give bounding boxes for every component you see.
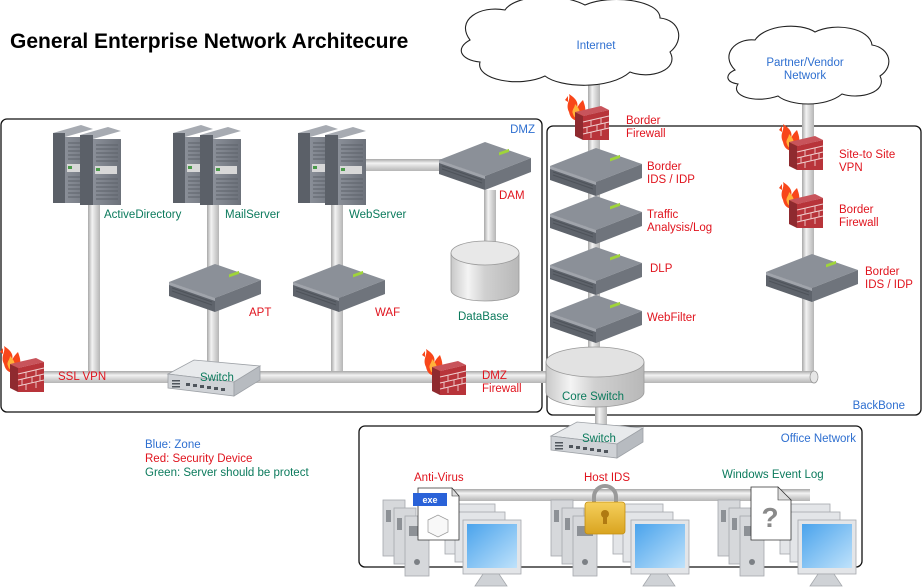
site-vpn-label-line2: VPN: [839, 162, 863, 174]
dmz-firewall-label-line1: DMZ: [482, 370, 507, 382]
site-to-site-vpn[interactable]: Site-to Site VPN: [778, 123, 895, 174]
database-label: DataBase: [458, 311, 509, 323]
border-ids-label-line1: Border: [647, 161, 682, 173]
active-directory-server[interactable]: ActiveDirectory: [52, 124, 182, 221]
active-directory-label: ActiveDirectory: [104, 209, 182, 221]
apt-label: APT: [249, 307, 271, 319]
partner-cloud: Partner/Vendor Network: [727, 25, 890, 105]
traffic-label-line2: Analysis/Log: [647, 222, 712, 234]
pipe-web-dam: [360, 159, 460, 171]
partner-border-firewall[interactable]: Border Firewall: [778, 181, 879, 229]
border-firewall-label-line1: Border: [626, 115, 661, 127]
legend-zone: Blue: Zone: [145, 439, 201, 451]
appliance-icon: [549, 147, 643, 197]
site-vpn-label-line1: Site-to Site: [839, 149, 895, 161]
server-icon: [172, 124, 242, 206]
pipe-office-bus: [450, 489, 810, 501]
dmz-zone-box: [0, 118, 543, 413]
office-zone-label: Office Network: [781, 433, 856, 445]
legend: Blue: Zone Red: Security Device Green: S…: [145, 439, 309, 479]
backbone-zone-box: [546, 125, 922, 416]
dmz-switch-label: Switch: [200, 372, 234, 384]
ssl-vpn-label: SSL VPN: [58, 371, 106, 383]
mail-server-label: MailServer: [225, 209, 280, 221]
webfilter-appliance[interactable]: WebFilter: [549, 294, 696, 344]
question-glyph: ?: [761, 502, 778, 533]
backbone-zone-label: BackBone: [853, 400, 905, 412]
firewall-icon: [564, 93, 610, 141]
core-switch[interactable]: Core Switch: [545, 346, 645, 408]
dmz-switch[interactable]: Switch: [167, 359, 261, 397]
lock-icon: [584, 484, 626, 535]
mail-server[interactable]: MailServer: [172, 124, 280, 221]
internet-cloud: Internet: [460, 0, 680, 86]
border-firewall-label-line2: Firewall: [626, 128, 666, 140]
partner-ids-label-line1: Border: [865, 266, 900, 278]
appliance-icon: [549, 246, 643, 296]
dam-appliance[interactable]: DAM: [438, 141, 532, 202]
waf-label: WAF: [375, 307, 400, 319]
connections: [40, 80, 819, 501]
server-icon: [52, 124, 122, 206]
waf-appliance[interactable]: WAF: [292, 263, 400, 319]
dmz-zone-label: DMZ: [510, 124, 535, 136]
partner-fw-label-line2: Firewall: [839, 217, 879, 229]
exe-file-icon: exe: [413, 487, 460, 541]
partner-label-line2: Network: [784, 70, 826, 82]
database-icon: [450, 252, 520, 302]
database[interactable]: DataBase: [450, 240, 520, 323]
dlp-appliance[interactable]: DLP: [549, 246, 673, 296]
partner-ids-label-line2: IDS / IDP: [865, 279, 913, 291]
appliance-icon: [438, 141, 532, 191]
host-ids-pc-group[interactable]: Host IDS: [550, 472, 690, 587]
partner-border-ids[interactable]: Border IDS / IDP: [765, 253, 913, 303]
border-ids-label-line2: IDS / IDP: [647, 174, 695, 186]
apt-appliance[interactable]: APT: [168, 263, 271, 319]
exe-badge: exe: [422, 495, 437, 505]
anti-virus-pc-group[interactable]: Anti-Virus exe: [382, 472, 522, 587]
pipe-dam-db: [484, 190, 496, 250]
unknown-file-icon: ?: [750, 486, 792, 541]
partner-label-line1: Partner/Vendor: [766, 57, 844, 69]
ssl-vpn-firewall[interactable]: SSL VPN: [0, 345, 106, 393]
web-server-label: WebServer: [349, 209, 406, 221]
firewall-icon: [778, 181, 824, 229]
firewall-icon: [0, 345, 45, 393]
dam-label: DAM: [499, 190, 525, 202]
border-ids[interactable]: Border IDS / IDP: [549, 147, 695, 197]
legend-server: Green: Server should be protect: [145, 467, 309, 479]
pipe-core-partner: [640, 371, 814, 383]
office-switch-label: Switch: [582, 433, 616, 445]
firewall-icon: [778, 123, 824, 171]
border-firewall[interactable]: Border Firewall: [564, 93, 666, 141]
pipe-ad: [88, 200, 100, 380]
appliance-icon: [765, 253, 859, 303]
pipe-core-office: [595, 400, 607, 430]
anti-virus-label: Anti-Virus: [414, 472, 464, 484]
partner-fw-label-line1: Border: [839, 204, 874, 216]
legend-security-device: Red: Security Device: [145, 453, 252, 465]
appliance-icon: [292, 263, 386, 313]
server-icon: [297, 124, 367, 206]
web-server[interactable]: WebServer: [297, 124, 406, 221]
dlp-label: DLP: [650, 263, 673, 275]
dmz-firewall-label-line2: Firewall: [482, 383, 522, 395]
appliance-icon: [549, 294, 643, 344]
webfilter-label: WebFilter: [647, 312, 696, 324]
appliance-icon: [549, 195, 643, 245]
core-switch-label: Core Switch: [562, 391, 624, 403]
traffic-analysis[interactable]: Traffic Analysis/Log: [549, 195, 712, 245]
windows-event-log-label: Windows Event Log: [722, 469, 824, 481]
dmz-firewall[interactable]: DMZ Firewall: [421, 348, 522, 396]
internet-label: Internet: [577, 40, 617, 52]
appliance-icon: [168, 263, 262, 313]
traffic-label-line1: Traffic: [647, 209, 679, 221]
windows-event-log-pc-group[interactable]: Windows Event Log ?: [717, 469, 857, 587]
host-ids-label: Host IDS: [584, 472, 630, 484]
diagram-title: General Enterprise Network Architecure: [10, 30, 408, 53]
firewall-icon: [421, 348, 467, 396]
office-switch[interactable]: Switch: [550, 421, 644, 459]
